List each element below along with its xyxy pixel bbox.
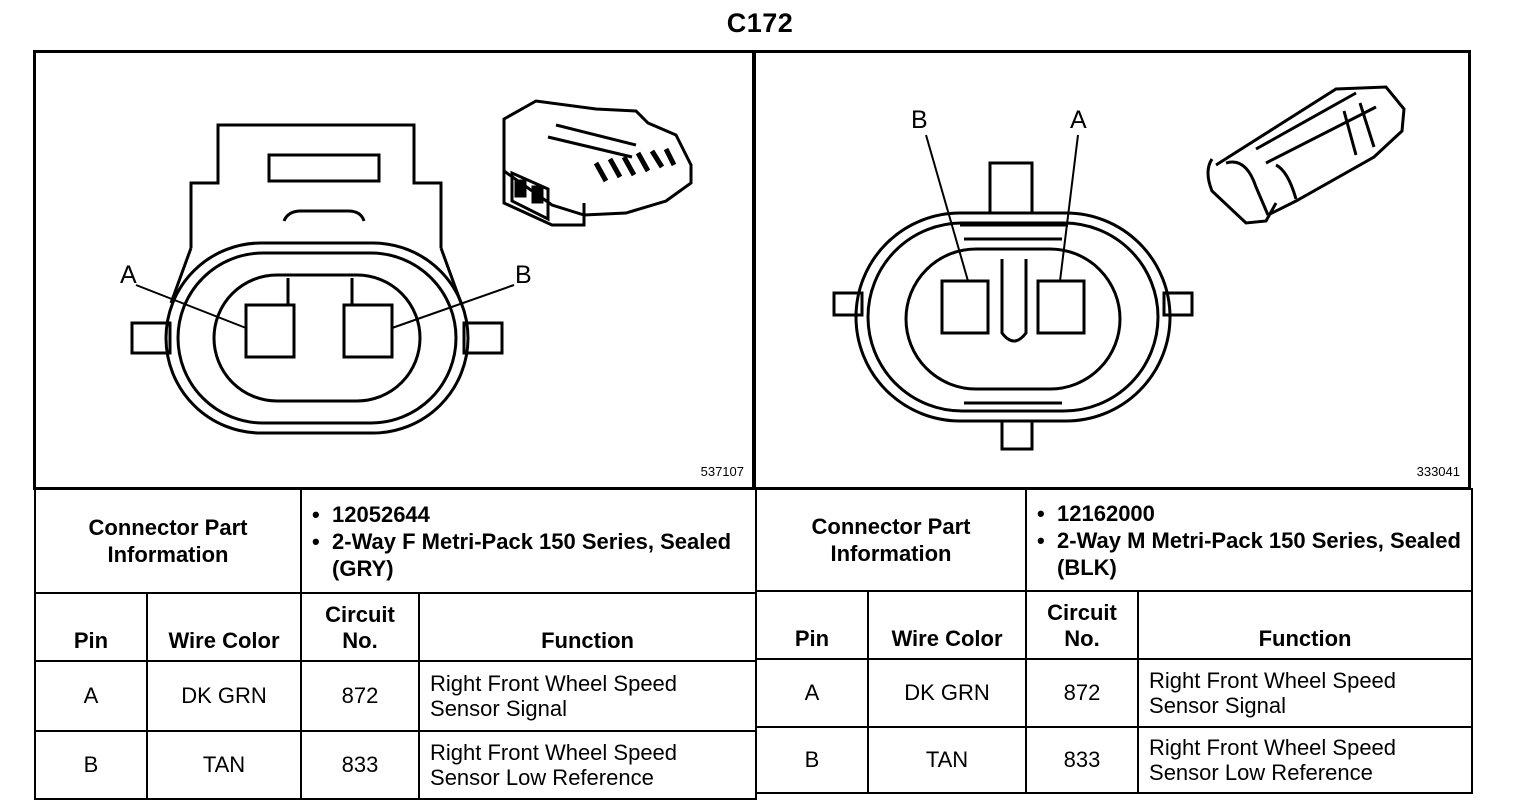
function-cell: Right Front Wheel Speed Sensor Low Refer… (1137, 726, 1474, 794)
female-connector-3d-view (502, 99, 693, 227)
circuit-cell: 833 (300, 730, 421, 800)
pin-cell: B (34, 730, 148, 800)
wire-color-cell: DK GRN (866, 658, 1028, 728)
left-connector-view: A B 537107 (33, 50, 755, 490)
pin-label: B (515, 261, 532, 289)
header-wire-color: Wire Color (145, 592, 303, 662)
female-connector-drawing (130, 99, 693, 435)
header-pin: Pin (34, 592, 148, 662)
pin-label: A (120, 261, 137, 289)
wire-color-cell: DK GRN (145, 660, 303, 732)
part-info-label: Connector Part Information (754, 488, 1028, 592)
part-number: 12162000 (1033, 500, 1465, 527)
right-connector-view: B A 333041 (753, 50, 1471, 490)
wire-color-cell: TAN (866, 726, 1028, 794)
right-pinout-table: Connector Part Information 12162000 2-Wa… (754, 488, 1474, 794)
table-row: A DK GRN 872 Right Front Wheel Speed Sen… (755, 658, 1474, 728)
circuit-cell: 872 (300, 660, 421, 732)
header-function: Function (418, 592, 758, 662)
part-number: 12052644 (308, 501, 749, 528)
header-circuit: Circuit No. (300, 592, 421, 662)
header-circuit: Circuit No. (1025, 590, 1140, 660)
part-description: 2-Way M Metri-Pack 150 Series, Sealed (B… (1033, 527, 1465, 581)
pin-cell: A (755, 658, 869, 728)
pin-cell: A (34, 660, 148, 732)
male-connector-3d-view (1206, 85, 1406, 225)
circuit-cell: 872 (1025, 658, 1140, 728)
header-function: Function (1137, 590, 1474, 660)
table-row: B TAN 833 Right Front Wheel Speed Sensor… (34, 730, 758, 800)
header-pin: Pin (755, 590, 869, 660)
part-info: 12052644 2-Way F Metri-Pack 150 Series, … (300, 488, 758, 594)
part-description: 2-Way F Metri-Pack 150 Series, Sealed (G… (308, 528, 749, 582)
left-pinout-table: Connector Part Information 12052644 2-Wa… (33, 488, 758, 800)
connector-title: C172 (726, 8, 794, 38)
function-cell: Right Front Wheel Speed Sensor Low Refer… (418, 730, 758, 800)
pin-label: B (911, 106, 928, 134)
pin-label: A (1070, 106, 1087, 134)
function-cell: Right Front Wheel Speed Sensor Signal (418, 660, 758, 732)
male-connector-drawing (832, 85, 1406, 451)
circuit-cell: 833 (1025, 726, 1140, 794)
wire-color-cell: TAN (145, 730, 303, 800)
part-info: 12162000 2-Way M Metri-Pack 150 Series, … (1025, 488, 1474, 592)
header-wire-color: Wire Color (866, 590, 1028, 660)
pin-cell: B (755, 726, 869, 794)
image-id: 537107 (700, 464, 744, 479)
image-id: 333041 (1416, 464, 1460, 479)
function-cell: Right Front Wheel Speed Sensor Signal (1137, 658, 1474, 728)
table-row: A DK GRN 872 Right Front Wheel Speed Sen… (34, 660, 758, 732)
table-row: B TAN 833 Right Front Wheel Speed Sensor… (755, 726, 1474, 794)
part-info-label: Connector Part Information (33, 488, 303, 594)
